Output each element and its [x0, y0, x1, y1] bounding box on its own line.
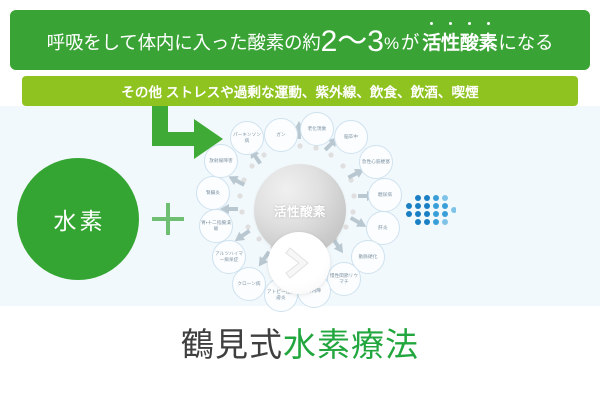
page-title-suffix: 水素療法: [283, 326, 419, 363]
disease-node: パーキンソン病: [230, 121, 264, 155]
disease-node: 放射線障害: [204, 144, 238, 178]
elbow-arrow-icon: [150, 106, 225, 162]
disease-node: 慢性関節リウマチ: [327, 262, 361, 296]
primary-banner-emphasis: 活性酸素: [421, 22, 498, 54]
plus-icon: [152, 203, 184, 235]
primary-banner-particle: が: [400, 32, 420, 53]
wavy-underline: [47, 58, 422, 64]
emphasis-dots-icon: [422, 22, 497, 25]
chevron-right-icon: [285, 247, 309, 279]
disease-node: アルツハイマー痴呆症: [212, 240, 246, 274]
disease-node: 老化現象: [300, 112, 334, 146]
core-sphere-label: 活性酸素: [273, 204, 326, 219]
page-title-prefix: 鶴見式: [181, 326, 283, 363]
disease-node: 脳卒中: [334, 120, 368, 154]
disease-node: 腎臓炎: [196, 176, 230, 210]
disease-node: ガン: [264, 118, 298, 152]
dotted-arrow-icon: [404, 192, 457, 232]
primary-banner-lead: 呼吸をして体内に入った酸素の約: [46, 32, 321, 53]
page-title: 鶴見式水素療法: [0, 318, 600, 366]
primary-banner-percent: %: [383, 34, 399, 53]
hydrogen-circle: 水素: [17, 158, 139, 280]
primary-banner-emphasis-text: 活性酸素: [422, 33, 498, 54]
primary-banner-number: 2〜3: [320, 25, 384, 58]
disease-node: 肝炎: [366, 211, 400, 245]
radial-diagram: 活性酸素 ガン 老化現象 脳卒中 急性心筋梗塞 糖尿病 肝炎 動脈硬化 慢性関節…: [196, 112, 402, 312]
chevron-badge: [268, 232, 330, 294]
disease-node: 糖尿病: [368, 178, 402, 212]
disease-node: 胃・十二指腸潰瘍: [199, 209, 233, 243]
secondary-banner-text: その他 ストレスや過剰な運動、紫外線、飲食、飲酒、喫煙: [121, 85, 479, 100]
secondary-banner: その他 ストレスや過剰な運動、紫外線、飲食、飲酒、喫煙: [22, 76, 578, 106]
disease-node: クローン病: [232, 267, 266, 301]
disease-node: 急性心筋梗塞: [359, 145, 393, 179]
hydrogen-circle-label: 水素: [53, 208, 106, 234]
primary-banner-tail: になる: [498, 32, 554, 53]
